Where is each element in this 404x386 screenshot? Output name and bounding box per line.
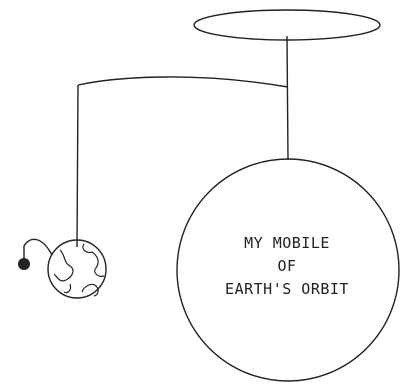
- sun-string: [286, 35, 289, 161]
- sun-circle: [176, 158, 400, 382]
- sun-label-line-2: OF: [277, 257, 297, 275]
- sun-label: MY MOBILE OF EARTH'S ORBIT: [202, 232, 372, 301]
- moon-dot: [18, 258, 30, 270]
- crossbar-arm: [77, 76, 289, 88]
- earth-icon: [47, 239, 107, 299]
- moon-arm: [23, 238, 53, 260]
- sun-label-line-3: EARTH'S ORBIT: [225, 280, 349, 298]
- sun-label-line-1: MY MOBILE: [244, 234, 330, 252]
- hanging-ring: [193, 9, 381, 41]
- earth-string: [76, 84, 79, 248]
